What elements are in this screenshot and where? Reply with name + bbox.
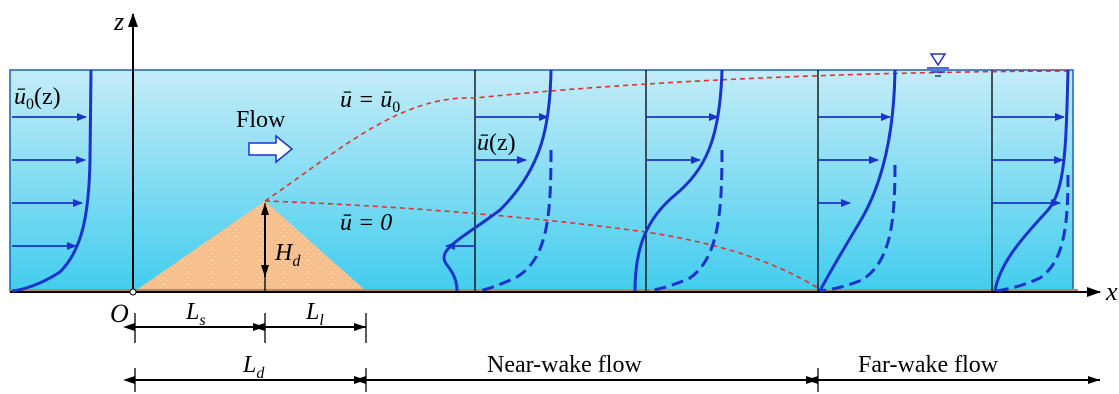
far-wake-label: Far-wake flow bbox=[858, 352, 999, 378]
inlet-velocity-label: ū0(z) bbox=[14, 84, 61, 113]
flow-label: Flow bbox=[236, 107, 286, 133]
u-eq-u0-label: ū = ū0 bbox=[340, 87, 400, 116]
ll-label: Ll bbox=[305, 299, 324, 329]
ls-label: Ls bbox=[185, 299, 206, 329]
section-lines bbox=[474, 70, 993, 291]
flow-arrow-icon bbox=[248, 134, 294, 164]
free-surface-icon bbox=[927, 53, 949, 77]
u-eq-0-label: ū = 0 bbox=[340, 210, 392, 236]
uz-label: ū(z) bbox=[477, 130, 516, 156]
boundary-u-eq-0 bbox=[264, 200, 819, 289]
dune bbox=[135, 201, 366, 291]
section-profile-1 bbox=[442, 69, 553, 293]
section-profile-3 bbox=[818, 69, 897, 293]
section-profile-2 bbox=[633, 69, 724, 293]
origin-point bbox=[129, 288, 137, 296]
near-wake-label: Near-wake flow bbox=[487, 352, 642, 378]
section-profile-4 bbox=[992, 69, 1070, 293]
z-axis-label: z bbox=[113, 7, 124, 36]
origin-label: O bbox=[110, 299, 129, 328]
x-axis-label: x bbox=[1105, 277, 1118, 306]
hd-label: Hd bbox=[274, 240, 301, 270]
ld-label: Ld bbox=[242, 352, 265, 382]
inlet-profile bbox=[11, 69, 93, 293]
water-body bbox=[10, 70, 1073, 291]
